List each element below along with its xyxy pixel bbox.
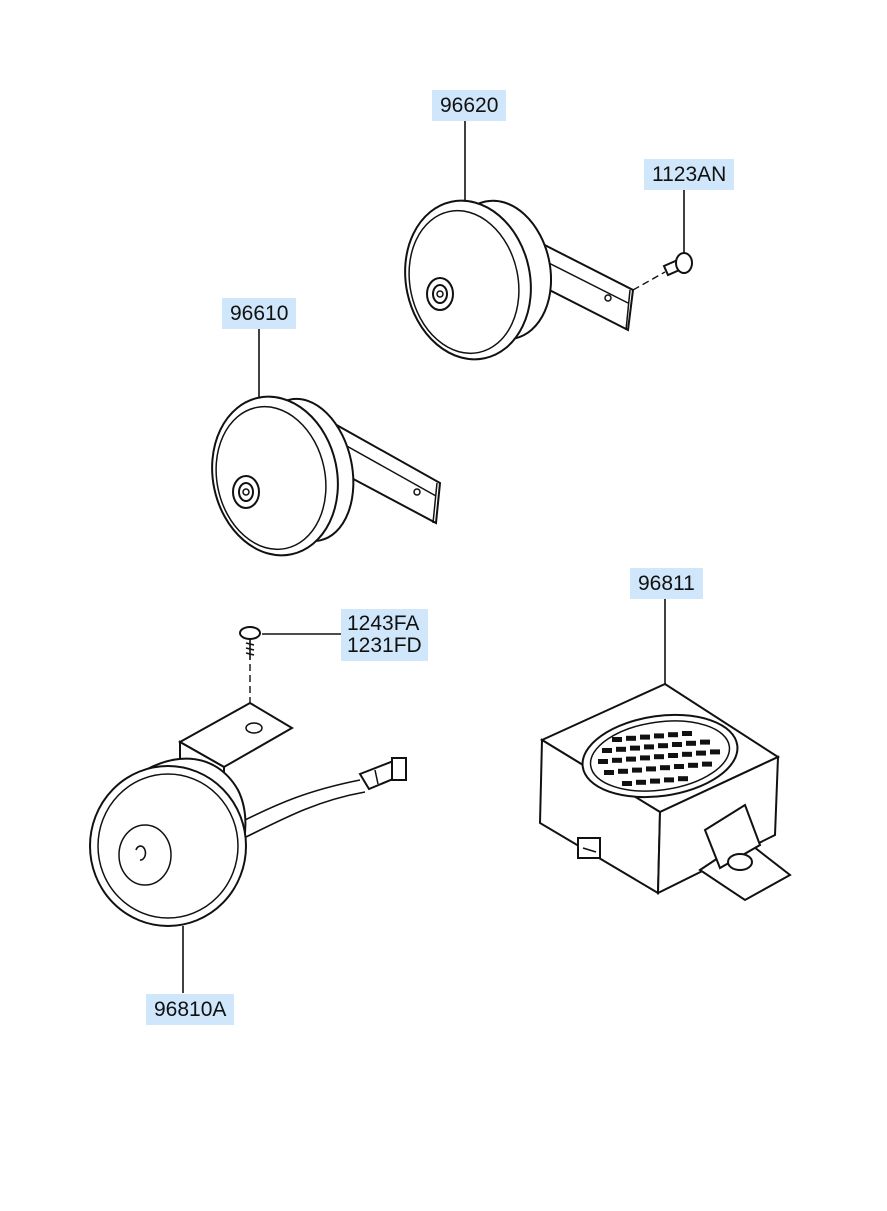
grille-slot [672, 742, 682, 747]
grille-slot [654, 754, 664, 760]
grille-slot [664, 777, 674, 783]
label-96620[interactable]: 96620 [432, 90, 507, 121]
label-96610[interactable]: 96610 [222, 298, 297, 329]
grille-slot [644, 744, 654, 750]
label-1231fd[interactable]: 1231FD [347, 634, 422, 657]
buzzer-grille [598, 731, 720, 786]
grille-slot [626, 756, 636, 762]
grille-slot [612, 737, 622, 742]
grille-slot [686, 740, 696, 746]
grille-slot [688, 762, 698, 768]
grille-slot [678, 776, 688, 782]
grille-slot [616, 746, 626, 752]
grille-slot [682, 731, 692, 736]
label-1243fa[interactable]: 1243FA [347, 612, 420, 635]
grille-slot [668, 753, 678, 758]
label-96810a[interactable]: 96810A [146, 994, 235, 1025]
bolt-1123an-drawing [632, 252, 693, 291]
grille-slot [632, 767, 642, 773]
grille-slot [700, 739, 710, 745]
grille-slot [622, 781, 632, 786]
horn-module-96810a-drawing [89, 701, 407, 927]
horn-96610-drawing [211, 395, 442, 557]
grille-slot [658, 743, 668, 749]
grille-slot [640, 734, 650, 740]
grille-slot [660, 765, 670, 771]
grille-slot [696, 750, 706, 756]
grille-slot [598, 759, 608, 764]
grille-slot [618, 768, 628, 774]
buzzer-96811-drawing [538, 682, 792, 902]
label-96811[interactable]: 96811 [630, 568, 703, 599]
label-screw-group[interactable]: 1243FA 1231FD [341, 609, 428, 661]
grille-slot [646, 766, 656, 772]
grille-slot [626, 735, 636, 741]
grille-slot [602, 748, 612, 753]
screw-1243fa-drawing [239, 626, 261, 726]
grille-slot [682, 751, 692, 757]
grille-slot [604, 770, 614, 775]
grille-slot [636, 779, 646, 785]
grille-slot [654, 733, 664, 739]
grille-slot [640, 755, 650, 761]
label-1123an[interactable]: 1123AN [644, 159, 735, 190]
horn-96620-drawing [404, 199, 635, 361]
grille-slot [674, 764, 684, 769]
grille-slot [650, 778, 660, 784]
grille-slot [702, 761, 712, 767]
grille-slot [612, 757, 622, 763]
grille-slot [710, 749, 720, 755]
grille-slot [668, 732, 678, 738]
grille-slot [630, 745, 640, 751]
